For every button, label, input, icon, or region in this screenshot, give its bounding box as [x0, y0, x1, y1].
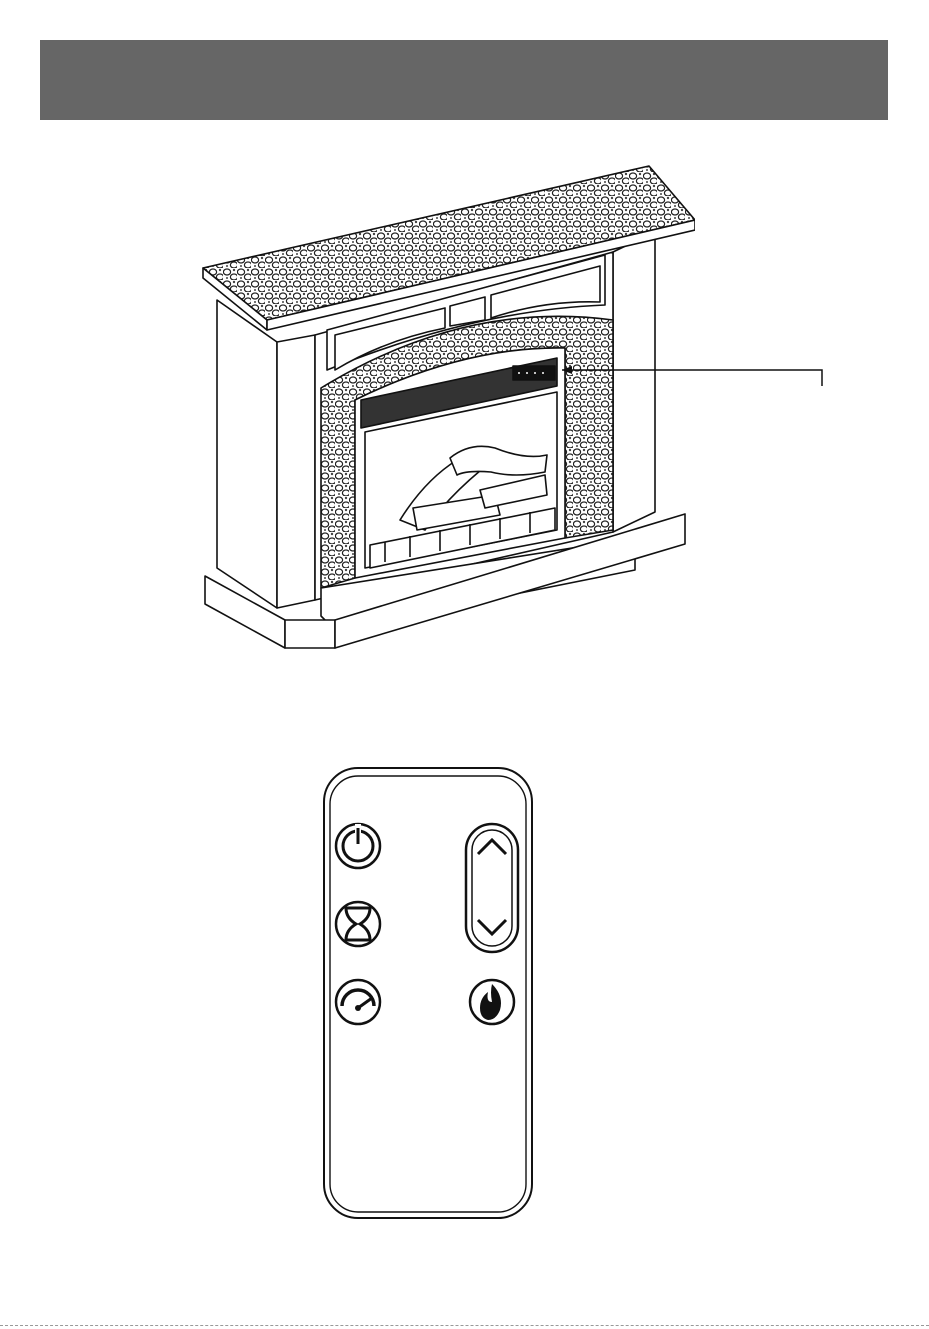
gauge-icon[interactable]	[336, 980, 380, 1024]
bottom-rule	[0, 1325, 929, 1326]
remote-control	[318, 766, 538, 1222]
fireplace-illustration	[195, 160, 695, 660]
hourglass-icon[interactable]	[336, 902, 380, 946]
power-timer-icon[interactable]	[336, 824, 380, 868]
left-pillar	[217, 300, 277, 608]
header-bar	[40, 40, 888, 120]
flame-icon[interactable]	[470, 980, 514, 1024]
callout-leader	[560, 360, 830, 390]
